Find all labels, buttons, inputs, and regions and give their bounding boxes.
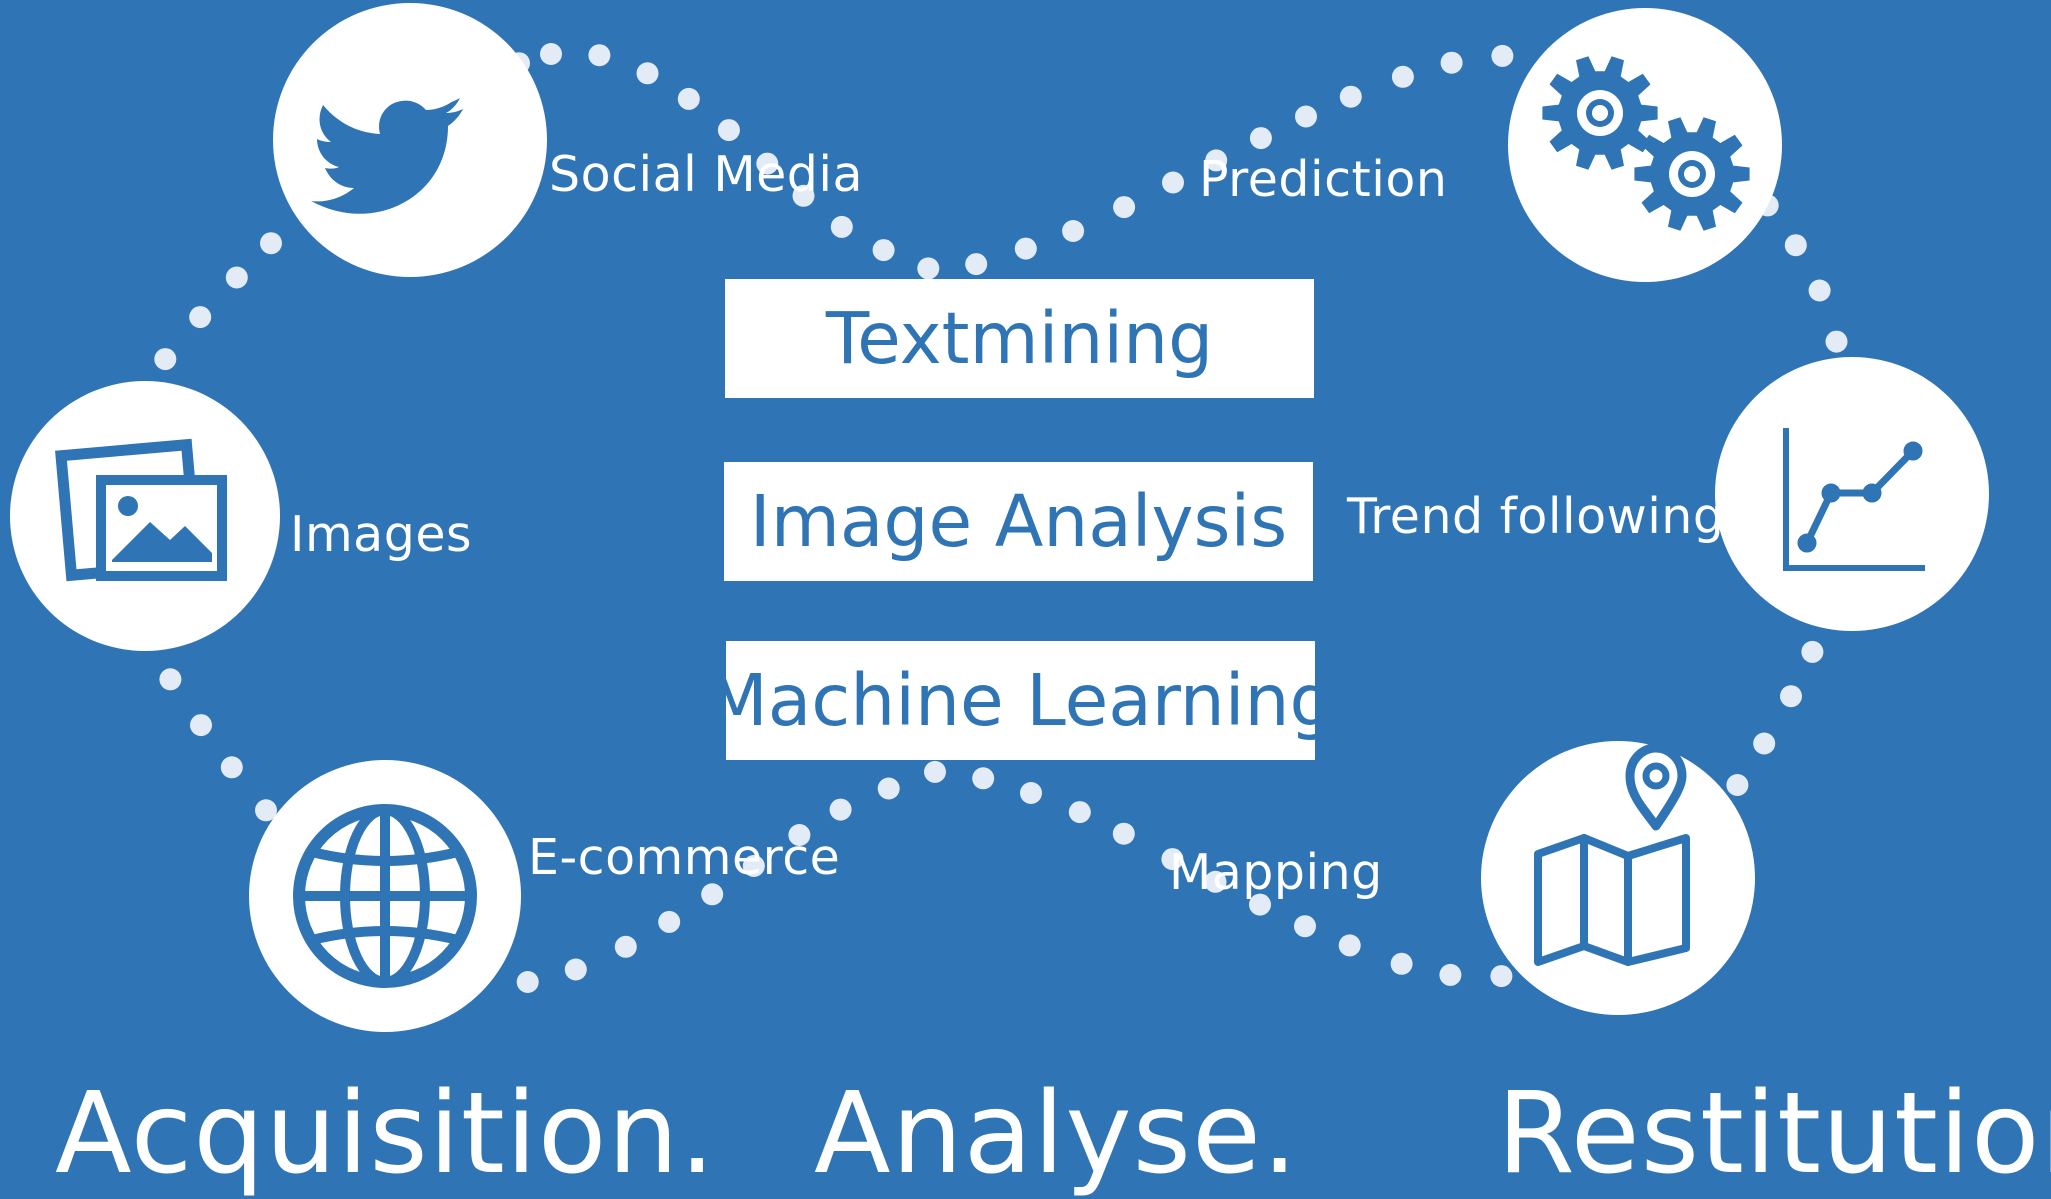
loop-dot	[564, 958, 587, 981]
loop-dot	[788, 824, 811, 846]
loop-dot	[1161, 848, 1184, 871]
label-trend-following: Trend following	[1347, 488, 1725, 545]
gears-icon	[1542, 56, 1750, 231]
loop-dot	[924, 760, 946, 783]
loop-dot	[1020, 782, 1042, 804]
loop-dot	[255, 799, 277, 822]
loop-dot	[830, 215, 853, 238]
loop-dot	[1112, 822, 1135, 845]
gear-hole	[1592, 105, 1608, 121]
loop-dot	[717, 119, 740, 142]
node-mapping	[1481, 741, 1755, 1015]
loop-dot	[1062, 220, 1085, 242]
loop-dot	[588, 44, 611, 67]
gear-hole	[1684, 166, 1700, 182]
loop-dot	[701, 883, 724, 906]
loop-dot	[1439, 963, 1462, 986]
loop-dot	[872, 239, 895, 262]
twitter-bird-icon	[311, 98, 463, 214]
loop-dot	[677, 87, 700, 110]
method-image-analysis: Image Analysis	[724, 462, 1313, 581]
loop-dot	[756, 152, 779, 175]
loop-dot	[516, 971, 539, 993]
loop-dot	[1440, 51, 1463, 74]
loop-dot	[540, 43, 562, 65]
loop-dot	[614, 935, 637, 958]
loop-dot	[742, 855, 765, 877]
label-mapping: Mapping	[1169, 844, 1383, 901]
loop-dot	[658, 910, 681, 933]
loop-dot	[190, 714, 212, 737]
loop-dot	[189, 306, 212, 329]
loop-dot	[1295, 105, 1317, 128]
loop-dot	[877, 777, 900, 800]
loop-dot	[1753, 732, 1776, 755]
loop-dot	[636, 62, 659, 85]
loop-dot	[1490, 965, 1513, 988]
loop-dot	[1784, 234, 1807, 257]
label-prediction: Prediction	[1199, 151, 1448, 208]
loop-dot	[1390, 952, 1413, 975]
loop-dot	[220, 756, 243, 779]
loop-dot	[225, 266, 248, 289]
phase-analyse: Analyse.	[814, 1069, 1299, 1199]
loop-dot	[1014, 237, 1037, 260]
method-machine-learning: Machine Learning	[707, 641, 1335, 760]
pictures-icon	[55, 438, 227, 582]
label-images: Images	[290, 506, 472, 563]
loop-dot	[965, 253, 988, 276]
loop-dot	[159, 668, 182, 691]
loop-dot	[1162, 171, 1184, 194]
loop-dot	[917, 257, 940, 280]
loop-dot	[1068, 801, 1091, 824]
label-social-media: Social Media	[549, 146, 864, 203]
loop-dot	[260, 232, 282, 255]
label-e-commerce: E-commerce	[528, 829, 841, 886]
loop-dot	[1825, 330, 1848, 353]
loop-dot	[1801, 640, 1824, 663]
phase-acquisition: Acquisition.	[55, 1069, 717, 1199]
loop-dot	[1780, 685, 1802, 708]
method-textmining: Textmining	[725, 279, 1314, 398]
phase-restitution: Restitution.	[1497, 1069, 2051, 1199]
loop-dot	[1726, 774, 1749, 796]
loop-dot	[792, 184, 815, 207]
line-chart-icon	[1783, 428, 1925, 571]
loop-dot	[1339, 85, 1362, 108]
loop-dot	[1391, 65, 1414, 88]
loop-dot	[154, 348, 177, 371]
loop-dot	[1249, 127, 1272, 150]
loop-dot	[1204, 870, 1227, 893]
loop-dot	[1491, 44, 1514, 67]
loop-dot	[1205, 149, 1228, 172]
loop-dot	[1338, 934, 1361, 957]
globe-icon	[293, 804, 477, 988]
loop-dot	[1113, 196, 1136, 219]
loop-dot	[1249, 893, 1271, 916]
loop-dot	[1808, 279, 1831, 302]
loop-dot	[829, 798, 852, 821]
loop-dot	[972, 767, 995, 790]
loop-dot	[1294, 915, 1316, 938]
map-pin-icon	[1534, 743, 1690, 966]
